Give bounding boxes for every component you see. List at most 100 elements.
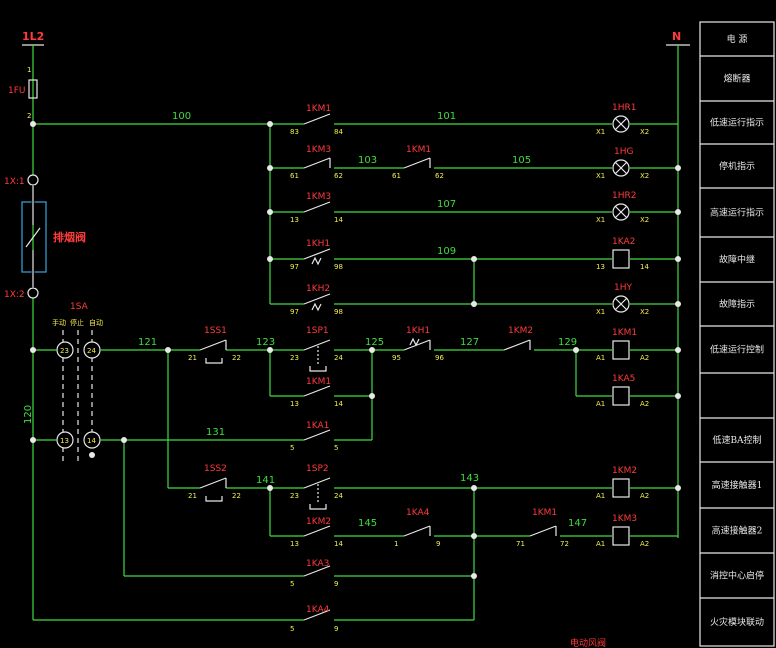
legend-row-10: 高速接触器1 bbox=[712, 479, 763, 491]
svg-text:1SP1: 1SP1 bbox=[306, 326, 329, 336]
wire-103: 103 bbox=[358, 155, 377, 166]
svg-text:A1: A1 bbox=[596, 540, 605, 548]
contact-1ka1: 1KA1 5 5 bbox=[290, 421, 338, 452]
footer-caption: 电动风阀 bbox=[570, 637, 606, 648]
selector-manual: 手动 bbox=[52, 318, 66, 327]
svg-text:1KM1: 1KM1 bbox=[306, 104, 331, 114]
wire-numbers: 100 101 103 105 107 109 121 123 125 127 … bbox=[138, 111, 587, 529]
wire-123: 123 bbox=[256, 337, 275, 348]
legend-row-3: 停机指示 bbox=[719, 160, 755, 172]
right-bus-label: N bbox=[672, 30, 681, 43]
svg-text:61: 61 bbox=[392, 172, 401, 180]
wire-107: 107 bbox=[437, 199, 456, 210]
svg-text:23: 23 bbox=[290, 492, 299, 500]
svg-text:23: 23 bbox=[290, 354, 299, 362]
wire-100: 100 bbox=[172, 111, 191, 122]
junctions bbox=[30, 121, 681, 579]
svg-text:14: 14 bbox=[640, 263, 649, 271]
svg-text:71: 71 bbox=[516, 540, 525, 548]
svg-text:1SS2: 1SS2 bbox=[204, 464, 227, 474]
svg-text:A2: A2 bbox=[640, 492, 649, 500]
svg-text:X1: X1 bbox=[596, 216, 605, 224]
wire-131: 131 bbox=[206, 427, 225, 438]
selector-ref: 1SA bbox=[70, 302, 89, 312]
legend-table: 电 源熔断器低速运行指示停机指示高速运行指示故障中继故障指示低速运行控制低速BA… bbox=[699, 21, 775, 647]
svg-text:1KM3: 1KM3 bbox=[306, 192, 331, 202]
svg-text:X1: X1 bbox=[596, 308, 605, 316]
svg-text:9: 9 bbox=[436, 540, 440, 548]
fuse-ref: 1FU bbox=[8, 86, 26, 96]
svg-text:13: 13 bbox=[290, 540, 299, 548]
legend-row-6: 故障指示 bbox=[719, 298, 755, 310]
wire-145: 145 bbox=[358, 518, 377, 529]
contact-1ka3: 1KA3 5 9 bbox=[290, 559, 338, 588]
svg-text:21: 21 bbox=[188, 354, 197, 362]
contact-1km1-interlock: 1KM1 71 72 bbox=[516, 508, 569, 548]
wire-109: 109 bbox=[437, 246, 456, 257]
svg-text:1HG: 1HG bbox=[614, 147, 633, 157]
coil-1km2: 1KM2 A1 A2 bbox=[596, 466, 649, 500]
svg-text:1KH2: 1KH2 bbox=[306, 284, 330, 294]
svg-text:62: 62 bbox=[435, 172, 444, 180]
terminal-1x1 bbox=[27, 174, 39, 186]
contact-1km2-interlock: 1KM2 bbox=[503, 326, 533, 351]
contact-1km2-hold: 1KM2 13 14 bbox=[290, 517, 343, 548]
svg-text:14: 14 bbox=[334, 216, 343, 224]
contact-1kh2-thermal: 1KH2 97 98 bbox=[290, 284, 343, 316]
svg-text:22: 22 bbox=[232, 354, 241, 362]
svg-text:98: 98 bbox=[334, 308, 343, 316]
button-1ss1-stop: 1SS1 21 22 bbox=[188, 326, 241, 364]
svg-text:95: 95 bbox=[392, 354, 401, 362]
contact-1ka4-upper: 1KA4 1 9 bbox=[394, 508, 440, 548]
svg-text:1KM3: 1KM3 bbox=[306, 145, 331, 155]
svg-text:1KA4: 1KA4 bbox=[406, 508, 430, 518]
svg-text:24: 24 bbox=[87, 347, 96, 355]
svg-text:13: 13 bbox=[60, 437, 69, 445]
svg-text:13: 13 bbox=[596, 263, 605, 271]
svg-text:14: 14 bbox=[334, 400, 343, 408]
svg-text:5: 5 bbox=[290, 625, 294, 633]
left-bus-label: 1L2 bbox=[22, 30, 44, 43]
svg-text:13: 13 bbox=[290, 400, 299, 408]
svg-text:97: 97 bbox=[290, 308, 299, 316]
wire-121: 121 bbox=[138, 337, 157, 348]
contact-1ka4-lower: 1KA4 5 9 bbox=[290, 605, 338, 633]
legend-row-7: 低速运行控制 bbox=[710, 344, 764, 356]
contact-1km3-nc: 1KM3 61 62 bbox=[290, 145, 343, 180]
wire-101: 101 bbox=[437, 111, 456, 122]
svg-text:1KA2: 1KA2 bbox=[612, 237, 635, 247]
legend-row-12: 消控中心启停 bbox=[710, 570, 764, 582]
svg-text:21: 21 bbox=[188, 492, 197, 500]
wiring bbox=[33, 123, 678, 621]
svg-text:1SP2: 1SP2 bbox=[306, 464, 329, 474]
legend-row-11: 高速接触器2 bbox=[712, 525, 763, 537]
svg-text:X1: X1 bbox=[596, 128, 605, 136]
svg-text:X2: X2 bbox=[640, 128, 649, 136]
lamp-1hy: 1HY X1 X2 bbox=[596, 283, 649, 316]
wire-141: 141 bbox=[256, 475, 275, 486]
bus-labels: 1L2 N bbox=[22, 30, 690, 46]
svg-text:1KH1: 1KH1 bbox=[306, 239, 330, 249]
svg-text:5: 5 bbox=[290, 444, 294, 452]
svg-text:X2: X2 bbox=[640, 216, 649, 224]
svg-text:X1: X1 bbox=[596, 172, 605, 180]
contact-1km3-no: 1KM3 13 14 bbox=[290, 192, 343, 224]
svg-text:1KH1: 1KH1 bbox=[406, 326, 430, 336]
damper-switch: 排烟阀 bbox=[21, 185, 86, 288]
svg-text:72: 72 bbox=[560, 540, 569, 548]
svg-text:96: 96 bbox=[435, 354, 444, 362]
selector-stop: 停止 bbox=[70, 318, 84, 327]
legend-row-2: 低速运行指示 bbox=[710, 117, 764, 129]
coil-1km3: 1KM3 A1 A2 bbox=[596, 514, 649, 548]
contact-1km1-hold: 1KM1 13 14 bbox=[290, 377, 343, 408]
svg-text:97: 97 bbox=[290, 263, 299, 271]
lamp-1hr1: 1HR1 X1 X2 bbox=[596, 103, 649, 136]
svg-text:A1: A1 bbox=[596, 354, 605, 362]
contact-1kh1-thermal: 1KH1 97 98 bbox=[290, 239, 343, 271]
svg-text:5: 5 bbox=[334, 444, 338, 452]
svg-text:1KA5: 1KA5 bbox=[612, 374, 635, 384]
svg-text:1HY: 1HY bbox=[614, 283, 632, 293]
svg-text:1KM1: 1KM1 bbox=[306, 377, 331, 387]
svg-text:1SS1: 1SS1 bbox=[204, 326, 227, 336]
